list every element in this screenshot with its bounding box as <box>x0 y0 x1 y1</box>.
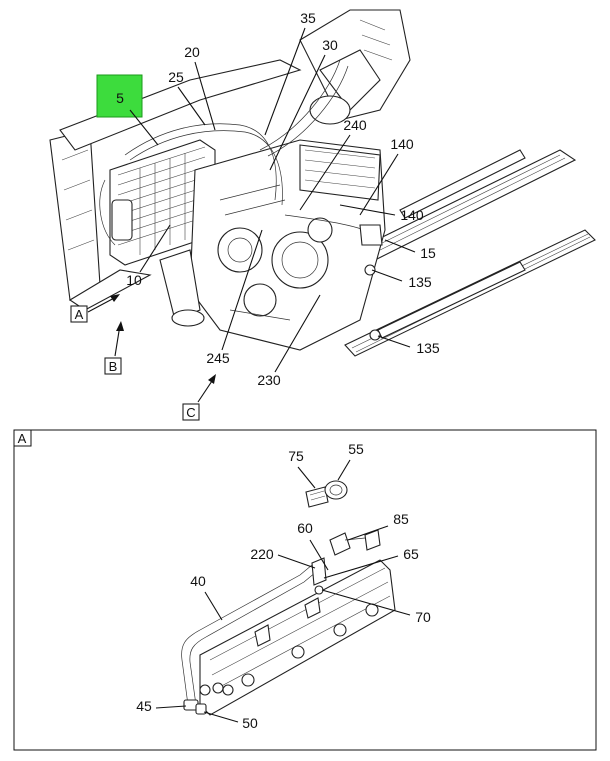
callout-label: 60 <box>297 520 313 536</box>
main-callout-135-upper[interactable]: 135 <box>371 269 432 290</box>
callout-5-highlight[interactable]: 5 <box>96 74 159 146</box>
callout-label: 20 <box>184 44 200 60</box>
callout-label: 140 <box>390 136 414 152</box>
callout-label: 245 <box>206 350 230 366</box>
detail-callout-220[interactable]: 220 <box>250 546 316 569</box>
arrow-head-icon <box>208 374 216 384</box>
callout-label: 135 <box>416 340 440 356</box>
marker-letter: A <box>75 307 84 322</box>
detail-clip <box>311 557 327 595</box>
detail-view-a: A <box>13 429 597 751</box>
callout-label: 240 <box>343 117 367 133</box>
callout-label: 70 <box>415 609 431 625</box>
callout-label: 230 <box>257 372 281 388</box>
frame-rails <box>344 149 596 357</box>
marker-box <box>70 305 88 323</box>
detail-bracket-85 <box>329 529 381 556</box>
arrow-head-icon <box>110 294 120 302</box>
callout-label: 10 <box>126 272 142 288</box>
detail-label-box <box>13 429 32 447</box>
marker-box <box>182 403 200 421</box>
detail-frame <box>13 429 597 751</box>
callout-label: 15 <box>420 245 436 261</box>
callout-5-label: 5 <box>116 90 124 106</box>
detail-callout-50[interactable]: 50 <box>203 711 258 731</box>
view-marker-c[interactable]: C <box>182 374 216 421</box>
main-callout-20[interactable]: 20 <box>184 44 216 131</box>
marker-letter: C <box>186 405 195 420</box>
detail-label: A <box>18 431 27 446</box>
callout-label: 135 <box>408 274 432 290</box>
detail-callout-75[interactable]: 75 <box>288 448 316 489</box>
arrow-head-icon <box>116 321 124 331</box>
detail-frame-rail <box>199 559 396 716</box>
callout-label: 45 <box>136 698 152 714</box>
cab-frame <box>49 59 302 311</box>
callout-label: 40 <box>190 573 206 589</box>
callout-label: 55 <box>348 441 364 457</box>
callout-label: 35 <box>300 10 316 26</box>
detail-hose-40 <box>181 564 317 706</box>
marker-letter: B <box>109 359 118 374</box>
detail-callout-70[interactable]: 70 <box>321 589 431 625</box>
main-callout-245[interactable]: 245 <box>206 229 263 366</box>
highlight-box <box>96 74 143 118</box>
main-engine-view: 5 35 20 30 25 240 140 140 <box>49 9 596 421</box>
detail-callout-85[interactable]: 85 <box>347 511 409 541</box>
callout-label: 85 <box>393 511 409 527</box>
view-marker-a[interactable]: A <box>70 294 120 323</box>
callout-label: 25 <box>168 69 184 85</box>
callout-label: 220 <box>250 546 274 562</box>
callout-label: 50 <box>242 715 258 731</box>
main-callout-240[interactable]: 240 <box>299 117 367 211</box>
callout-label: 30 <box>322 37 338 53</box>
main-callout-135-lower[interactable]: 135 <box>377 335 440 356</box>
main-callout-140-upper[interactable]: 140 <box>359 136 414 216</box>
detail-callout-65[interactable]: 65 <box>323 546 419 579</box>
main-callout-230[interactable]: 230 <box>257 294 321 388</box>
main-callout-30[interactable]: 30 <box>269 37 338 171</box>
callout-label: 65 <box>403 546 419 562</box>
intake-tube <box>159 249 205 327</box>
marker-box <box>104 357 122 375</box>
main-callout-35[interactable]: 35 <box>264 10 316 136</box>
exhaust-stack <box>299 9 411 125</box>
detail-callout-45[interactable]: 45 <box>136 698 187 714</box>
detail-clamp-75 <box>305 486 329 508</box>
hose-bracket <box>359 224 383 341</box>
detail-callout-40[interactable]: 40 <box>190 573 223 621</box>
main-callout-10[interactable]: 10 <box>126 224 171 288</box>
callout-label: 140 <box>400 207 424 223</box>
main-callout-140-lower[interactable]: 140 <box>339 204 424 223</box>
main-callout-15[interactable]: 15 <box>384 239 436 261</box>
detail-callout-60[interactable]: 60 <box>297 520 329 571</box>
engine-block <box>189 139 386 351</box>
coolant-hoses <box>99 59 376 246</box>
main-callout-25[interactable]: 25 <box>168 69 206 126</box>
detail-ring-55 <box>324 480 348 500</box>
detail-fittings <box>183 682 224 715</box>
callout-label: 75 <box>288 448 304 464</box>
view-marker-b[interactable]: B <box>104 321 124 375</box>
detail-callout-55[interactable]: 55 <box>337 441 364 481</box>
